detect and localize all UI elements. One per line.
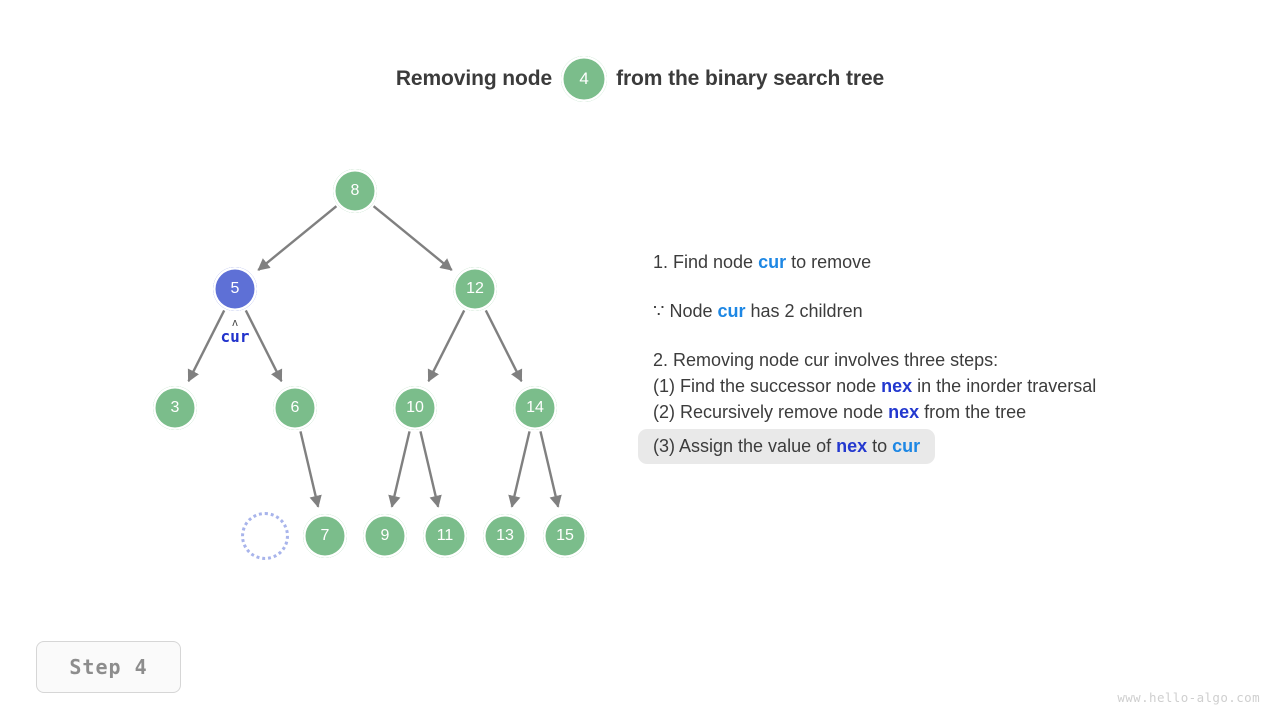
- explanation-line-3: 2. Removing node cur involves three step…: [653, 350, 999, 370]
- spacer-2: [653, 323, 1263, 348]
- tree-node-12: 12: [453, 267, 497, 311]
- tree-edge-n14-to-n15: [539, 431, 562, 508]
- step2-text-a: (2) Recursively remove node: [653, 402, 889, 422]
- explanation-substep-1: (1) Find the successor node nex in the i…: [653, 372, 1263, 398]
- explanation-substep-2: (2) Recursively remove node nex from the…: [653, 398, 1263, 424]
- step-badge: Step 4: [36, 641, 181, 693]
- step1-text-a: (1) Find the successor node: [653, 376, 882, 396]
- title-suffix: from the binary search tree: [616, 67, 885, 90]
- explanation-panel: 1. Find node cur to remove ∵ Node cur ha…: [638, 250, 1263, 467]
- title-prefix: Removing node: [395, 67, 553, 90]
- explanation-substep-3-wrapper: (3) Assign the value of nex to cur: [638, 424, 1263, 467]
- tree-node-15: 15: [543, 514, 587, 558]
- tree-node-5: 5: [213, 267, 257, 311]
- tree-edge-n14-to-n13: [508, 431, 531, 508]
- step3-keyword-nex: nex: [836, 436, 868, 456]
- page-title: Removing node 4 from the binary search t…: [0, 56, 1280, 102]
- tree-edge-n12-to-n14: [484, 309, 523, 383]
- step1-keyword-nex: nex: [881, 376, 913, 396]
- tree-edge-n5-to-n3: [187, 309, 226, 383]
- tree-node-7: 7: [303, 514, 347, 558]
- line2-text-b: has 2 children: [745, 301, 863, 321]
- tree-node-3: 3: [153, 386, 197, 430]
- tree-edge-n5-to-n6: [244, 309, 283, 383]
- tree-node-13: 13: [483, 514, 527, 558]
- line1-text-b: to remove: [786, 252, 872, 272]
- tree-edge-n8-to-n12: [372, 205, 453, 271]
- tree-edge-n8-to-n5: [257, 205, 338, 271]
- spacer-1: [653, 274, 1263, 299]
- tree-node-9: 9: [363, 514, 407, 558]
- tree-node-8: 8: [333, 169, 377, 213]
- pointer-caret-icon: ʌ: [232, 317, 238, 329]
- tree-node-6: 6: [273, 386, 317, 430]
- explanation-substep-3-highlight: (3) Assign the value of nex to cur: [638, 429, 936, 464]
- step2-keyword-nex: nex: [888, 402, 920, 422]
- tree-edge-n12-to-n10: [427, 309, 466, 383]
- line2-keyword-cur: cur: [717, 301, 746, 321]
- tree-edge-n6-to-n7: [299, 431, 322, 508]
- step3-text-mid: to: [867, 436, 893, 456]
- line2-text-a: ∵ Node: [653, 301, 718, 321]
- line1-text-a: 1. Find node: [653, 252, 759, 272]
- site-watermark: www.hello-algo.com: [1117, 690, 1260, 705]
- tree-edge-n10-to-n11: [419, 431, 442, 508]
- cur-pointer-label: ʌ cur: [220, 317, 250, 346]
- explanation-line-2: ∵ Node cur has 2 children: [653, 299, 1263, 323]
- line1-keyword-cur: cur: [758, 252, 787, 272]
- tree-node-10: 10: [393, 386, 437, 430]
- tree-node-placeholder: [241, 512, 289, 560]
- title-node-badge: 4: [561, 56, 608, 102]
- step2-text-b: from the tree: [919, 402, 1027, 422]
- tree-node-14: 14: [513, 386, 557, 430]
- pointer-text: cur: [220, 326, 250, 346]
- explanation-line-1: 1. Find node cur to remove: [653, 250, 1263, 274]
- step3-keyword-cur: cur: [892, 436, 921, 456]
- step1-text-b: in the inorder traversal: [912, 376, 1097, 396]
- step3-text-a: (3) Assign the value of: [653, 436, 837, 456]
- tree-edge-n10-to-n9: [388, 431, 411, 508]
- tree-node-11: 11: [423, 514, 467, 558]
- tree-edge-layer: [187, 205, 562, 508]
